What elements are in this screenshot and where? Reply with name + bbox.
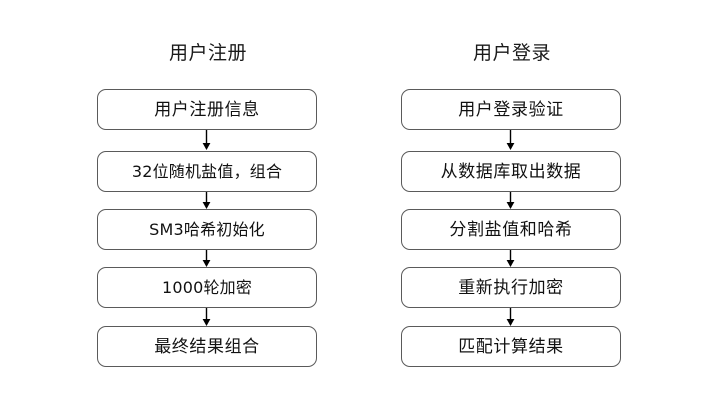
node-login-4[interactable]: 重新执行加密 bbox=[401, 267, 621, 308]
node-login-2[interactable]: 从数据库取出数据 bbox=[401, 151, 621, 192]
node-login-1[interactable]: 用户登录验证 bbox=[401, 89, 621, 130]
arrow-registration-1-2 bbox=[200, 130, 213, 150]
node-registration-3[interactable]: SM3哈希初始化 bbox=[97, 209, 317, 250]
node-label: 重新执行加密 bbox=[458, 277, 564, 298]
node-label: 用户注册信息 bbox=[154, 99, 260, 120]
node-registration-1[interactable]: 用户注册信息 bbox=[97, 89, 317, 130]
node-registration-5[interactable]: 最终结果组合 bbox=[97, 326, 317, 367]
arrow-registration-3-4 bbox=[200, 250, 213, 270]
node-label: SM3哈希初始化 bbox=[149, 219, 265, 239]
column-title-registration: 用户注册 bbox=[168, 42, 247, 64]
arrow-login-3-4 bbox=[504, 250, 517, 270]
arrow-login-2-3 bbox=[504, 192, 517, 212]
arrow-registration-4-5 bbox=[200, 308, 213, 328]
node-label: 匹配计算结果 bbox=[458, 336, 564, 357]
arrow-registration-2-3 bbox=[200, 192, 213, 212]
node-registration-2[interactable]: 32位随机盐值，组合 bbox=[97, 151, 317, 192]
node-label: 从数据库取出数据 bbox=[440, 161, 582, 182]
node-label: 32位随机盐值，组合 bbox=[131, 161, 283, 181]
arrow-login-4-5 bbox=[504, 308, 517, 328]
node-label: 用户登录验证 bbox=[458, 99, 564, 120]
node-label: 分割盐值和哈希 bbox=[449, 219, 573, 240]
column-title-login: 用户登录 bbox=[472, 42, 551, 64]
node-registration-4[interactable]: 1000轮加密 bbox=[97, 267, 317, 308]
node-label: 1000轮加密 bbox=[161, 277, 253, 297]
node-label: 最终结果组合 bbox=[154, 336, 260, 357]
node-login-5[interactable]: 匹配计算结果 bbox=[401, 326, 621, 367]
arrow-login-1-2 bbox=[504, 130, 517, 150]
node-login-3[interactable]: 分割盐值和哈希 bbox=[401, 209, 621, 250]
